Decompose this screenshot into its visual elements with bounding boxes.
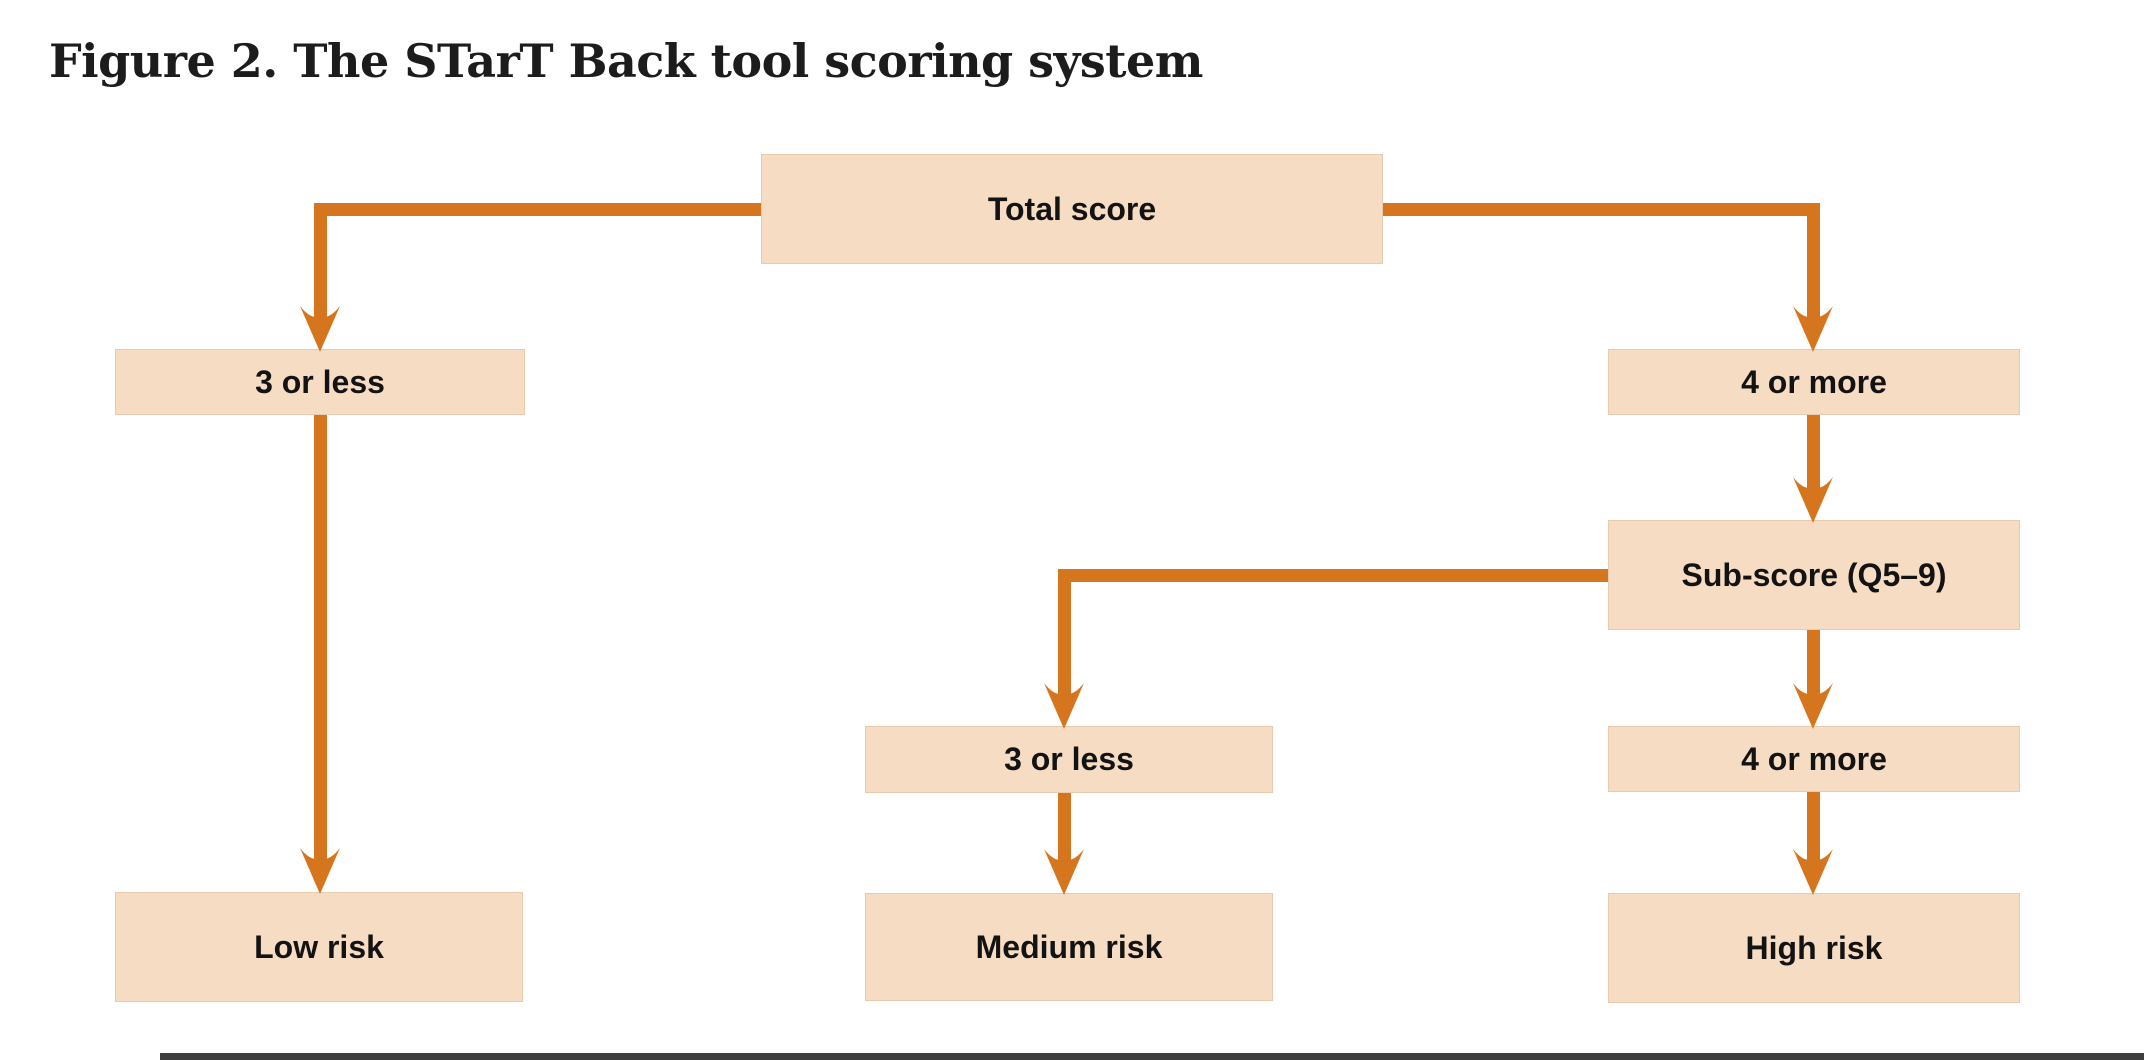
arrow-down-icon bbox=[1793, 683, 1833, 729]
arrow-down-icon bbox=[1044, 849, 1084, 895]
connector-total-to-four-or-more-vertical bbox=[1807, 203, 1820, 318]
node-low-risk: Low risk bbox=[115, 892, 523, 1002]
node-total-score-label: Total score bbox=[987, 190, 1157, 227]
figure-title: Figure 2. The STarT Back tool scoring sy… bbox=[49, 34, 1203, 88]
arrow-down-icon bbox=[1793, 849, 1833, 895]
connector-sub-score-to-sub-three-horizontal bbox=[1058, 569, 1608, 582]
node-four-or-more: 4 or more bbox=[1608, 349, 2020, 415]
node-four-or-more-label: 4 or more bbox=[1741, 363, 1887, 400]
node-sub-score-label: Sub-score (Q5–9) bbox=[1681, 556, 1947, 593]
connector-four-or-more-to-sub-score bbox=[1807, 415, 1820, 489]
node-sub-four-or-more: 4 or more bbox=[1608, 726, 2020, 792]
node-sub-three-or-less: 3 or less bbox=[865, 726, 1273, 793]
node-low-risk-label: Low risk bbox=[254, 928, 384, 965]
arrow-down-icon bbox=[300, 306, 340, 352]
cropped-bottom-rule bbox=[160, 1053, 2144, 1060]
node-high-risk: High risk bbox=[1608, 893, 2020, 1003]
node-sub-score: Sub-score (Q5–9) bbox=[1608, 520, 2020, 630]
node-medium-risk: Medium risk bbox=[865, 893, 1273, 1001]
node-three-or-less: 3 or less bbox=[115, 349, 525, 415]
connector-total-to-three-or-less-vertical bbox=[314, 203, 327, 318]
arrow-down-icon bbox=[1793, 306, 1833, 352]
node-high-risk-label: High risk bbox=[1745, 929, 1883, 966]
arrow-down-icon bbox=[1793, 477, 1833, 523]
node-total-score: Total score bbox=[761, 154, 1383, 264]
connector-total-to-four-or-more-horizontal bbox=[1383, 203, 1820, 216]
connector-sub-score-to-sub-four bbox=[1807, 630, 1820, 695]
connector-three-or-less-to-low-risk bbox=[314, 415, 327, 860]
arrow-down-icon bbox=[300, 848, 340, 894]
arrow-down-icon bbox=[1044, 683, 1084, 729]
connector-sub-four-to-high-risk bbox=[1807, 792, 1820, 861]
node-three-or-less-label: 3 or less bbox=[255, 363, 385, 400]
node-medium-risk-label: Medium risk bbox=[975, 928, 1163, 965]
connector-sub-three-to-medium-risk bbox=[1058, 793, 1071, 861]
node-sub-three-or-less-label: 3 or less bbox=[1004, 741, 1134, 777]
connector-total-to-three-or-less-horizontal bbox=[314, 203, 761, 216]
node-sub-four-or-more-label: 4 or more bbox=[1741, 740, 1887, 777]
connector-sub-score-to-sub-three-vertical bbox=[1058, 569, 1071, 695]
